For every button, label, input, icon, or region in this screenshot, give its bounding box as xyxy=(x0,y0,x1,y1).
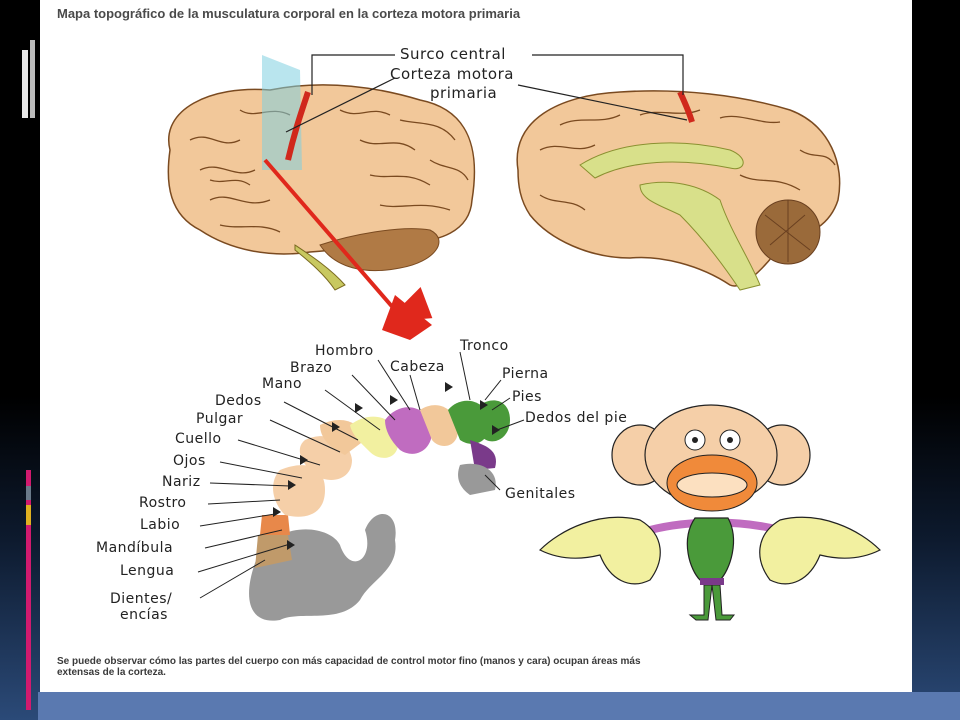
figure-caption: Se puede observar cómo las partes del cu… xyxy=(57,656,907,678)
label-cabeza: Cabeza xyxy=(390,359,445,375)
label-dientes: Dientes/ xyxy=(110,591,173,607)
deco-stripe-gray xyxy=(26,486,31,500)
label-brazo: Brazo xyxy=(290,360,333,376)
label-corteza-motora: Corteza motora xyxy=(390,65,514,83)
deco-stripe-white xyxy=(22,50,28,118)
cortex-leader-left xyxy=(285,77,396,133)
label-pulgar: Pulgar xyxy=(196,411,244,427)
label-dedos-del-pie: Dedos del pie xyxy=(525,410,628,426)
label-genitales: Genitales xyxy=(505,486,576,502)
label-nariz: Nariz xyxy=(162,474,201,490)
label-dedos: Dedos xyxy=(215,393,262,409)
cortex-leader-right xyxy=(517,84,688,121)
homunculus-leaders xyxy=(197,351,525,599)
bottom-band xyxy=(38,692,960,720)
label-mano: Mano xyxy=(262,376,303,392)
figure-title: Mapa topográfico de la musculatura corpo… xyxy=(57,6,521,21)
deco-stripe-yellow xyxy=(26,505,31,525)
illustration xyxy=(167,54,882,621)
sulcus-leader-left xyxy=(311,54,395,95)
label-encias: encías xyxy=(120,607,168,623)
cortex-strip xyxy=(249,382,510,621)
slide-figure: Mapa topográfico de la musculatura corpo… xyxy=(40,0,912,692)
label-pies: Pies xyxy=(512,389,542,405)
label-surco-central: Surco central xyxy=(400,45,506,63)
label-primaria: primaria xyxy=(430,84,498,102)
label-cuello: Cuello xyxy=(175,431,222,447)
caption-line-1: Se puede observar cómo las partes del cu… xyxy=(57,656,641,667)
red-arrow xyxy=(263,158,433,340)
caption-line-2: extensas de la corteza. xyxy=(57,667,166,678)
deco-stripe-white-2 xyxy=(30,40,35,118)
sulcus-leader-right xyxy=(532,54,684,95)
left-decoration xyxy=(0,0,38,720)
homunculus-figure xyxy=(538,404,882,621)
label-rostro: Rostro xyxy=(139,495,187,511)
label-mandibula: Mandíbula xyxy=(96,540,174,556)
label-hombro: Hombro xyxy=(315,343,374,359)
label-tronco: Tronco xyxy=(460,338,509,354)
medial-brain xyxy=(516,90,841,291)
deco-stripe-pink xyxy=(26,470,31,710)
coronal-plane xyxy=(262,55,302,170)
label-pierna: Pierna xyxy=(502,366,549,382)
label-lengua: Lengua xyxy=(120,563,175,579)
label-ojos: Ojos xyxy=(173,453,206,469)
label-labio: Labio xyxy=(140,517,181,533)
lateral-brain xyxy=(167,55,476,291)
